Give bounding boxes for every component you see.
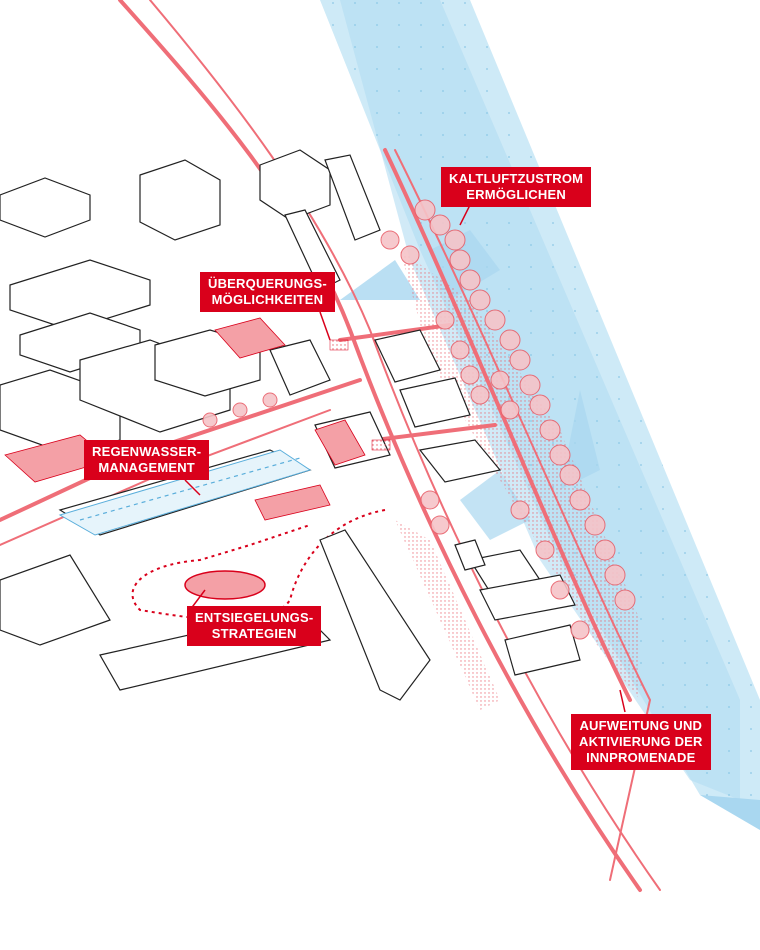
label-promenade-line2: AKTIVIERUNG DER [579, 734, 703, 749]
label-cold-air-line2: ERMÖGLICHEN [466, 187, 566, 202]
label-unsealing: ENTSIEGELUNGS- STRATEGIEN [187, 606, 322, 646]
label-crossing-line1: ÜBERQUERUNGS- [208, 276, 327, 291]
promenade-area [395, 250, 640, 710]
label-rainwater-line2: MANAGEMENT [98, 460, 195, 475]
label-cold-air: KALTLUFTZUSTROM ERMÖGLICHEN [441, 167, 592, 207]
label-rainwater-line1: REGENWASSER- [92, 444, 202, 459]
label-promenade-line1: AUFWEITUNG UND [579, 718, 703, 733]
crossings [329, 339, 391, 451]
rooftops [4, 317, 366, 521]
label-unsealing-line1: ENTSIEGELUNGS- [195, 610, 314, 625]
river-arrow [700, 795, 760, 830]
label-promenade: AUFWEITUNG UND AKTIVIERUNG DER INNPROMEN… [571, 714, 711, 770]
label-crossing: ÜBERQUERUNGS- MÖGLICHKEITEN [200, 272, 335, 312]
label-unsealing-line2: STRATEGIEN [211, 626, 297, 641]
label-promenade-line3: INNPROMENADE [586, 750, 696, 765]
label-crossing-line2: MÖGLICHKEITEN [211, 292, 324, 307]
label-rainwater: REGENWASSER- MANAGEMENT [84, 440, 210, 480]
label-cold-air-line1: KALTLUFTZUSTROM [449, 171, 584, 186]
trees [202, 199, 636, 640]
